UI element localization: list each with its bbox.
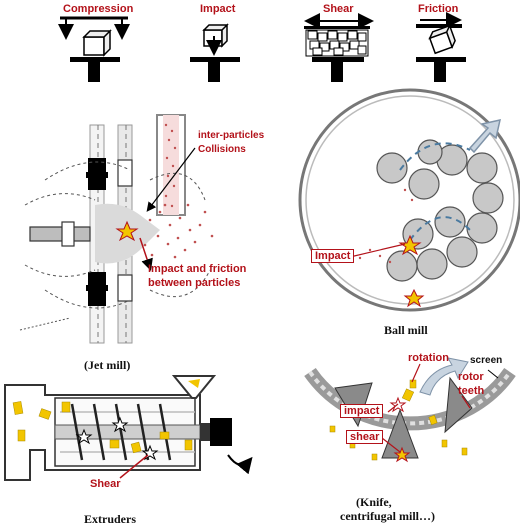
caption-knife-line2: centrifugal mill…) <box>340 509 435 523</box>
friction-icon <box>416 12 466 82</box>
caption-ball-mill: Ball mill <box>384 323 428 337</box>
jet-mill <box>19 114 214 344</box>
caption-extruders: Extruders <box>84 512 136 526</box>
extruder <box>4 375 253 481</box>
caption-jet-mill: (Jet mill) <box>84 358 131 372</box>
label-compression: Compression <box>63 3 134 15</box>
label-impact-friction-line2: between particles <box>148 277 241 289</box>
label-rotor-line1: rotor <box>458 371 484 383</box>
label-impact: Impact <box>200 3 236 15</box>
label-extruder-shear: Shear <box>90 478 121 490</box>
label-collisions-line2: Collisions <box>198 144 246 155</box>
ball-mill <box>298 88 520 312</box>
label-rotation: rotation <box>408 352 449 364</box>
label-collisions-line1: inter-particles <box>198 130 265 141</box>
label-impact-friction-line1: Impact and friction <box>148 263 247 275</box>
compression-icon <box>58 16 130 82</box>
label-shear: Shear <box>323 3 354 15</box>
label-ball-impact: Impact <box>311 249 355 263</box>
label-rotor-line2: teeth <box>458 385 485 397</box>
label-knife-shear: shear <box>346 430 384 444</box>
label-knife-impact: impact <box>340 404 384 418</box>
knife-mill <box>304 357 516 463</box>
impact-icon <box>190 23 240 82</box>
caption-knife-line1: (Knife, <box>356 495 392 509</box>
label-screen: screen <box>470 355 503 366</box>
shear-icon <box>304 13 374 82</box>
